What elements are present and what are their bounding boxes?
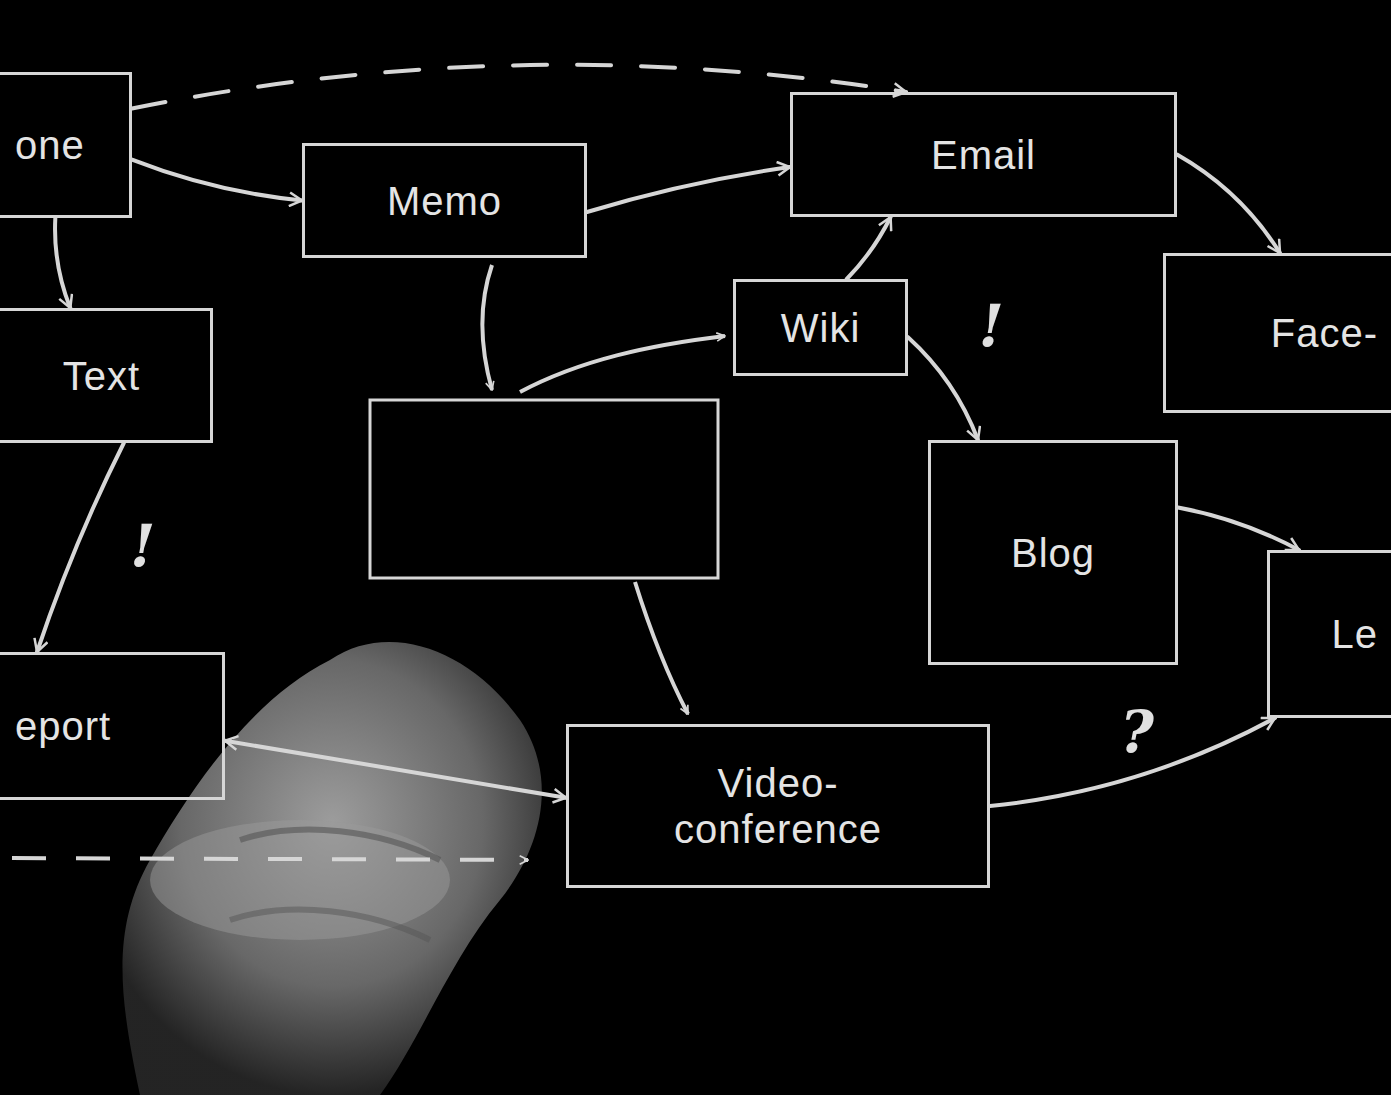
- edge-mark: !: [126, 517, 159, 575]
- connector-arrow: [908, 337, 978, 440]
- connector-arrow: [37, 443, 124, 652]
- empty-box: [370, 400, 718, 578]
- box-label: Video- conference: [633, 760, 923, 852]
- box-label: Wiki: [781, 305, 861, 351]
- connector-arrow: [1177, 155, 1280, 254]
- box-label: Email: [931, 132, 1036, 178]
- medium-box: Le: [1267, 550, 1391, 718]
- wire: [635, 582, 688, 714]
- box-label: Text: [63, 353, 140, 399]
- medium-box: Text: [0, 308, 213, 443]
- connector-arrow: [587, 167, 790, 212]
- connector-arrow: [55, 218, 70, 308]
- medium-box: Memo: [302, 143, 587, 258]
- medium-box: one: [0, 72, 132, 218]
- medium-box: Video- conference: [566, 724, 990, 888]
- box-label: Face-: [1271, 310, 1378, 356]
- medium-box: eport: [0, 652, 225, 800]
- wire: [520, 336, 725, 392]
- medium-box: Email: [790, 92, 1177, 217]
- box-label: Le: [1332, 611, 1379, 657]
- medium-box: Wiki: [733, 279, 908, 376]
- box-label: one: [15, 122, 85, 168]
- medium-box: Blog: [928, 440, 1178, 665]
- edge-mark: ?: [1116, 703, 1158, 761]
- connector-arrow: [132, 160, 302, 201]
- dashed-wire: [12, 858, 528, 860]
- connector-arrow: [1178, 508, 1299, 551]
- box-label: eport: [15, 703, 111, 749]
- edge-mark: !: [974, 297, 1007, 355]
- wire: [482, 265, 492, 390]
- medium-box: Face-: [1163, 253, 1391, 413]
- connector-arrow: [847, 217, 891, 279]
- connector-arrow: [225, 741, 566, 798]
- box-label: Blog: [1011, 530, 1095, 576]
- box-label: Memo: [387, 178, 502, 224]
